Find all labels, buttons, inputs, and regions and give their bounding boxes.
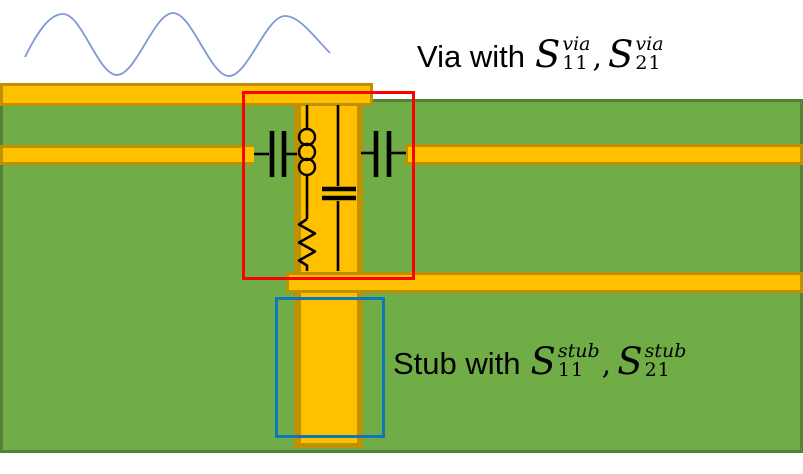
- comma-separator: ,: [592, 40, 603, 75]
- s21-stub-term: S stub 21: [617, 340, 687, 383]
- via-label: Via with S via 11 , S via 21: [417, 33, 664, 76]
- comma-separator: ,: [601, 347, 612, 382]
- series-capacitor-right-icon: [361, 131, 406, 177]
- s-symbol: S: [530, 340, 556, 383]
- stub-label-prefix: Stub with: [393, 346, 521, 381]
- inductor-icon: [297, 105, 317, 219]
- left-signal-trace: [0, 145, 253, 165]
- lower-signal-trace: [286, 272, 803, 293]
- stub-box: [275, 297, 385, 438]
- s-symbol: S: [617, 340, 643, 383]
- s21-via-term: S via 21: [608, 33, 664, 76]
- top-trace: [0, 83, 373, 106]
- shunt-capacitor-icon: [322, 105, 356, 271]
- s-symbol: S: [535, 33, 561, 76]
- s21-via-scripts: via 21: [635, 33, 664, 74]
- stub-label: Stub with S stub 11 , S stub 21: [393, 340, 687, 383]
- s11-stub-scripts: stub 11: [557, 340, 600, 381]
- resistor-icon: [297, 217, 317, 271]
- s11-via-scripts: via 11: [562, 33, 591, 74]
- s11-stub-term: S stub 11: [530, 340, 600, 383]
- series-capacitor-left-icon: [254, 131, 297, 177]
- via-label-prefix: Via with: [417, 39, 525, 74]
- s-symbol: S: [608, 33, 634, 76]
- s11-via-term: S via 11: [535, 33, 591, 76]
- via-model-box: [242, 91, 415, 280]
- s21-stub-scripts: stub 21: [644, 340, 687, 381]
- right-signal-trace: [405, 144, 803, 165]
- signal-wave-icon: [24, 12, 331, 77]
